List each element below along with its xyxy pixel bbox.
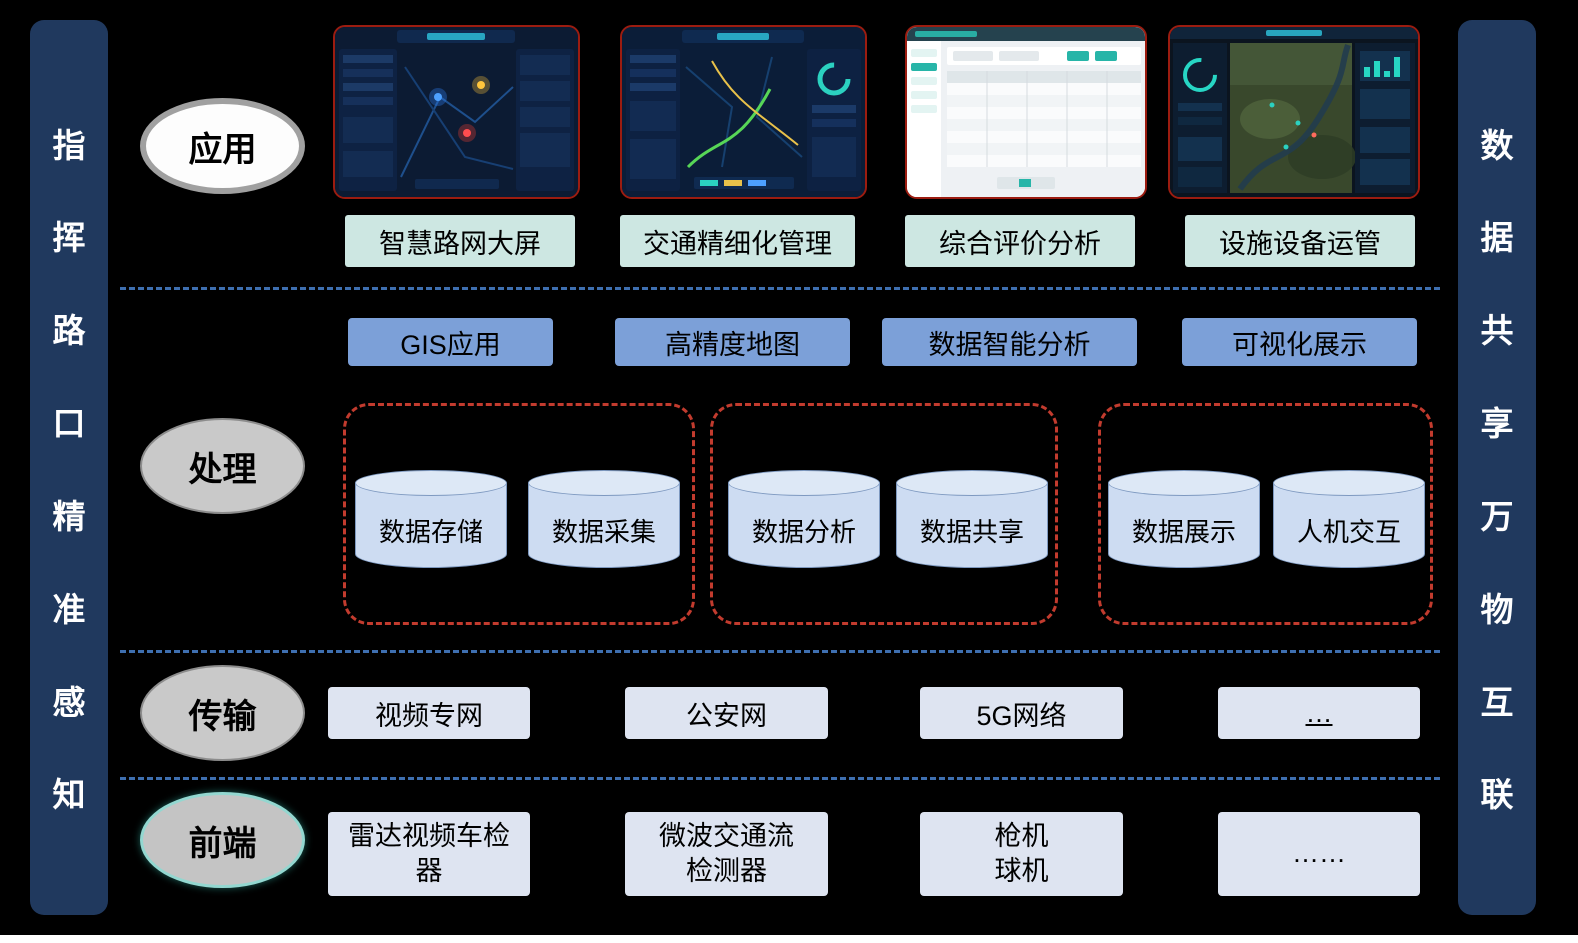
app-label-evaluation-analysis: 综合评价分析 (905, 215, 1135, 267)
stage-processing: 处理 (140, 418, 305, 514)
capability-gis: GIS应用 (348, 318, 553, 366)
frontend-radar-video-detector: 雷达视频车检 器 (328, 812, 530, 896)
bottom-strip (0, 935, 1578, 943)
cylinder-human-machine-interaction: 人机交互 (1273, 470, 1425, 568)
right-banner: 数据共享万物互联 (1458, 20, 1536, 915)
stage-transmission: 传输 (140, 665, 305, 761)
app-screenshot-smart-road-dashboard (333, 25, 580, 199)
processing-group-1 (343, 403, 695, 625)
capability-hd-map: 高精度地图 (615, 318, 850, 366)
cylinder-label: 人机交互 (1273, 483, 1425, 568)
cylinder-top (728, 470, 880, 496)
processing-group-3 (1098, 403, 1433, 625)
frontend-microwave-traffic-detector: 微波交通流 检测器 (625, 812, 828, 896)
cylinder-label: 数据存储 (355, 483, 507, 568)
cylinder-top (528, 470, 680, 496)
frontend-cameras: 枪机 球机 (920, 812, 1123, 896)
frontend-ellipsis: …… (1218, 812, 1420, 896)
cylinder-data-analysis: 数据分析 (728, 470, 880, 568)
cylinder-label: 数据共享 (896, 483, 1048, 568)
right-banner-text: 数据共享万物互联 (1480, 126, 1514, 814)
cylinder-top (1108, 470, 1260, 496)
divider-transmission-frontend (120, 777, 1440, 780)
satellite-thumbnail-graphic (1170, 27, 1418, 197)
divider-processing-transmission (120, 650, 1440, 653)
cylinder-data-storage: 数据存储 (355, 470, 507, 568)
transmission-ellipsis: … (1218, 687, 1420, 739)
dashboard-thumbnail-graphic (335, 27, 578, 197)
cylinder-data-sharing: 数据共享 (896, 470, 1048, 568)
processing-group-2 (710, 403, 1058, 625)
app-label-facility-operations: 设施设备运管 (1185, 215, 1415, 267)
app-screenshot-traffic-management (620, 25, 867, 199)
cylinder-top (896, 470, 1048, 496)
capability-data-analysis: 数据智能分析 (882, 318, 1137, 366)
app-screenshot-evaluation-analysis (905, 25, 1147, 199)
cylinder-top (1273, 470, 1425, 496)
left-banner: 指挥路口精准感知 (30, 20, 108, 915)
capability-visualization: 可视化展示 (1182, 318, 1417, 366)
stage-frontend: 前端 (140, 792, 305, 888)
cylinder-data-collection: 数据采集 (528, 470, 680, 568)
stage-application: 应用 (140, 98, 305, 194)
cylinder-label: 数据分析 (728, 483, 880, 568)
table-thumbnail-graphic (907, 27, 1145, 197)
app-label-smart-road-dashboard: 智慧路网大屏 (345, 215, 575, 267)
transmission-5g-network: 5G网络 (920, 687, 1123, 739)
divider-application-platform (120, 287, 1440, 290)
app-screenshot-facility-operations (1168, 25, 1420, 199)
transmission-police-network: 公安网 (625, 687, 828, 739)
transmission-video-network: 视频专网 (328, 687, 530, 739)
map-thumbnail-graphic (622, 27, 865, 197)
left-banner-text: 指挥路口精准感知 (52, 126, 86, 814)
cylinder-top (355, 470, 507, 496)
cylinder-label: 数据展示 (1108, 483, 1260, 568)
app-label-traffic-management: 交通精细化管理 (620, 215, 855, 267)
cylinder-label: 数据采集 (528, 483, 680, 568)
cylinder-data-display: 数据展示 (1108, 470, 1260, 568)
